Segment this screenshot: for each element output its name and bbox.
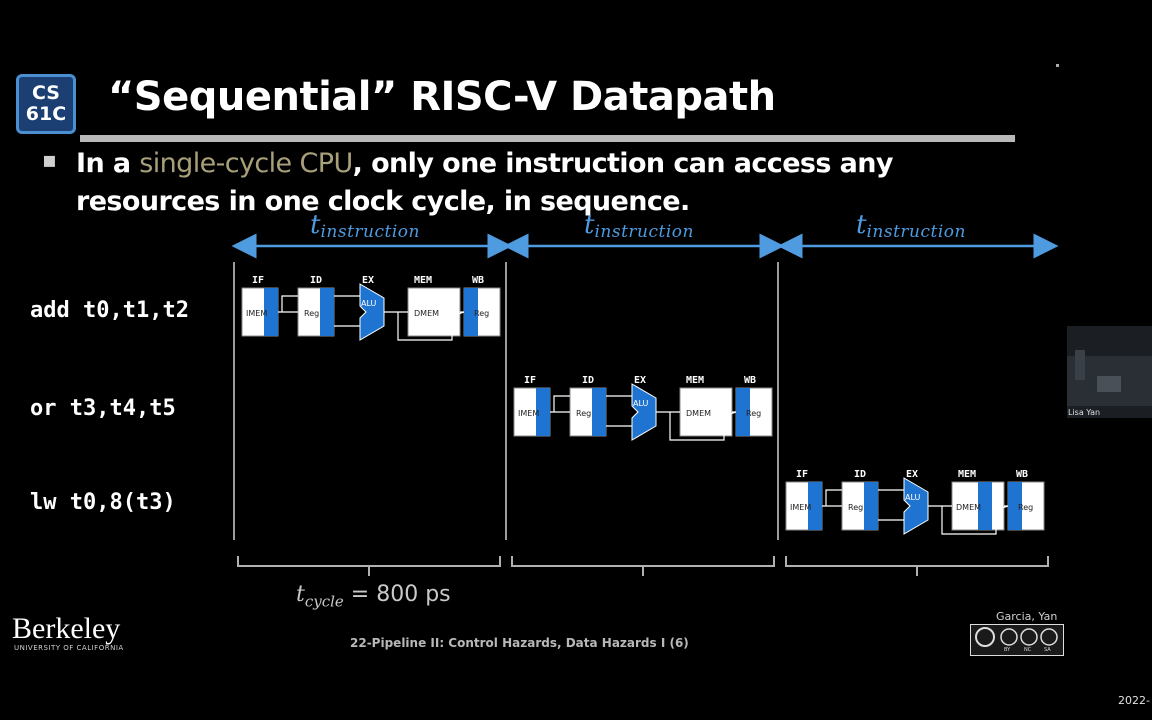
t-cycle-label: tcycle = 800 ps — [296, 582, 451, 611]
svg-text:ALU: ALU — [633, 399, 649, 408]
logo-line-1: CS — [32, 82, 60, 104]
participant-name: Lisa Yan — [1068, 408, 1101, 417]
license-nc: NC — [1024, 647, 1032, 653]
timing-diagram: IF ID EX MEM WB IMEM Reg ALU DMEM Reg IF… — [231, 233, 1059, 576]
license-sa: SA — [1044, 647, 1051, 653]
slide-canvas: CS 61C “Sequential” RISC-V Datapath ▪ In… — [12, 74, 1064, 656]
svg-text:WB: WB — [744, 375, 756, 386]
cycle-brace-3 — [785, 556, 1049, 576]
imem-label: IMEM — [246, 309, 267, 318]
creative-commons-icon: BY NC SA — [970, 624, 1064, 656]
stage-if: IF — [252, 275, 264, 286]
participant-video-thumbnail[interactable] — [1067, 326, 1152, 418]
berkeley-subtitle: UNIVERSITY OF CALIFORNIA — [14, 644, 124, 652]
slide-authors: Garcia, Yan — [996, 610, 1058, 623]
svg-text:IMEM: IMEM — [518, 409, 539, 418]
cycle-brace-2 — [511, 556, 775, 576]
wb-reg-label: Reg — [474, 309, 489, 318]
svg-text:DMEM: DMEM — [956, 503, 981, 512]
bullet-before: In a — [76, 148, 140, 179]
svg-text:ID: ID — [582, 375, 594, 386]
stage-mem: MEM — [414, 275, 432, 286]
bullet-after: , only one instruction can access any re… — [76, 148, 894, 217]
license-by: BY — [1004, 647, 1011, 653]
svg-text:Reg: Reg — [576, 409, 591, 418]
instruction-add: add t0,t1,t2 — [30, 298, 189, 323]
instruction-or: or t3,t4,t5 — [30, 396, 176, 421]
svg-text:Reg: Reg — [1018, 503, 1033, 512]
slide-title: “Sequential” RISC-V Datapath — [108, 74, 776, 120]
berkeley-logo: Berkeley — [12, 612, 121, 645]
recording-timestamp: 2022- — [1118, 694, 1150, 707]
svg-text:EX: EX — [906, 469, 918, 480]
cycle-brace-1 — [237, 556, 501, 576]
alu-label: ALU — [361, 299, 377, 308]
stage-id: ID — [310, 275, 322, 286]
svg-text:WB: WB — [1016, 469, 1028, 480]
stage-ex: EX — [362, 275, 374, 286]
svg-text:Reg: Reg — [746, 409, 761, 418]
instruction-lw: lw t0,8(t3) — [30, 490, 176, 515]
slide-dot — [1056, 64, 1059, 67]
svg-text:IF: IF — [796, 469, 808, 480]
title-divider — [80, 135, 1015, 142]
svg-text:MEM: MEM — [686, 375, 704, 386]
slide-footer: 22-Pipeline II: Control Hazards, Data Ha… — [350, 636, 689, 650]
bullet-marker: ▪ — [42, 148, 57, 173]
datapath-or: IF ID EX MEM WB IMEM Reg ALU DMEM Reg — [513, 375, 773, 441]
svg-text:IMEM: IMEM — [790, 503, 811, 512]
svg-text:MEM: MEM — [958, 469, 976, 480]
bullet-highlight: single-cycle CPU — [139, 148, 353, 179]
svg-text:Reg: Reg — [848, 503, 863, 512]
reg-label: Reg — [304, 309, 319, 318]
bullet-text: In a single-cycle CPU, only one instruct… — [76, 145, 1036, 221]
datapath-add: IF ID EX MEM WB IMEM Reg ALU DMEM Reg — [241, 275, 501, 341]
stage-wb: WB — [472, 275, 484, 286]
svg-text:DMEM: DMEM — [686, 409, 711, 418]
svg-text:EX: EX — [634, 375, 646, 386]
svg-text:ALU: ALU — [905, 493, 921, 502]
svg-text:ID: ID — [854, 469, 866, 480]
cs61c-logo: CS 61C — [16, 74, 76, 134]
svg-text:IF: IF — [524, 375, 536, 386]
dmem-label: DMEM — [414, 309, 439, 318]
logo-line-2: 61C — [25, 103, 67, 125]
datapath-lw: IF ID EX MEM WB IMEM Reg ALU DMEM Reg — [785, 469, 1045, 535]
